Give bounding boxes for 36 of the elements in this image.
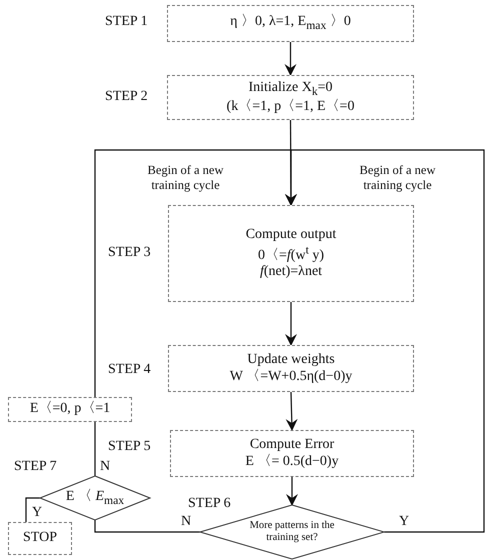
process-box [167,5,414,42]
box-text: W 〈=W+0.5η(d−0)y [230,368,352,384]
arrow [94,149,297,397]
box-heading: Initialize X$_{k}$=0 [248,80,333,96]
box-text: E 〈= 0.5(d−0)y [245,454,339,468]
process-box [8,397,132,422]
box-heading: Update weights [247,352,335,368]
step-label: STEP 2 [105,89,148,105]
step-label: STEP 1 [105,14,148,30]
process-box [170,430,414,477]
step-label: STEP 3 [108,245,151,261]
process-box [8,522,72,555]
arrow [286,477,298,506]
step-label: STEP 5 [108,439,151,455]
process-box [167,75,414,120]
arrow [285,302,297,346]
process-box [168,205,414,302]
box-heading: Compute output [246,227,336,242]
decision-diamond [40,476,150,520]
note-text: Begin of a new training cycle [146,163,225,193]
box-text: More patterns in the training set? [250,520,334,543]
box-text: f(net)=λnet [260,264,322,279]
step-label: STEP 4 [108,362,151,378]
box-heading: Compute Error [250,437,334,452]
box-text: 0〈=f(w$^{t}$ y) [258,248,324,263]
box-text: E 〈 E$_{max}$ [66,488,124,504]
box-text: E〈=0, p〈=1 [30,401,110,416]
arrow [284,42,296,76]
box-text: STOP [23,530,57,546]
step-label: STEP 7 [14,459,57,475]
box-text: η 〉0, λ=1, E$_{max}$ 〉0 [230,14,351,30]
box-text: (k〈=1, p〈=1, E〈=0 [226,98,354,114]
step-label: STEP 6 [188,496,231,512]
process-box [168,345,414,392]
arrow [286,392,298,431]
note-text: Begin of a new training cycle [358,163,437,193]
